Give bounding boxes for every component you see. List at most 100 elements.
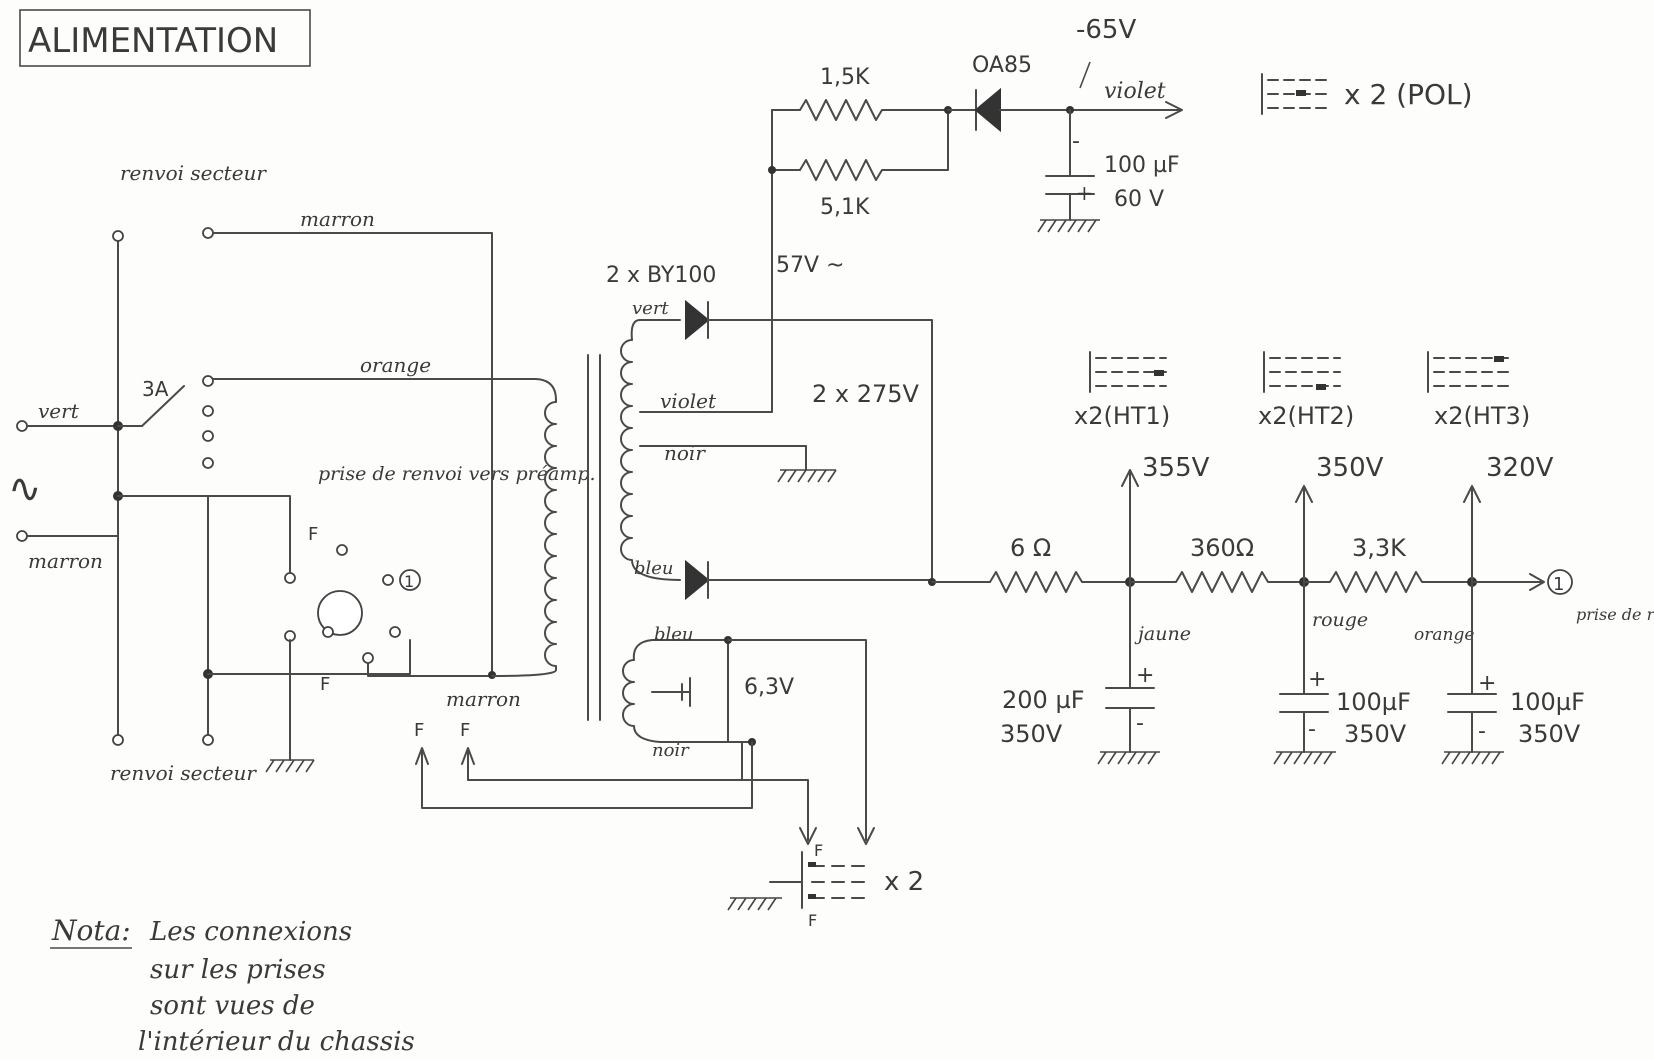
prise-center-key xyxy=(317,590,363,636)
bias-section: 1,5K 5,1K OA85 -65V violet - + 100 µF 60… xyxy=(768,15,1473,233)
ht-top-diode-wire xyxy=(707,319,933,585)
resistor-6-ohm xyxy=(989,571,1131,593)
heater-output: F F F F x 2 xyxy=(414,639,924,930)
heater-winding xyxy=(622,639,753,743)
orange-label: orange xyxy=(360,353,431,377)
ht2-tube-label: x2(HT2) xyxy=(1258,402,1354,430)
mains-marron-terminal xyxy=(16,530,28,542)
ground-symbol-heater xyxy=(727,897,782,911)
primary-winding xyxy=(491,399,557,677)
renvoi-top-terminal-right xyxy=(202,227,214,239)
rectifier-diode-top xyxy=(685,299,710,341)
ht2-cap-plus: + xyxy=(1308,667,1326,692)
title-text: ALIMENTATION xyxy=(28,21,278,61)
ht2-cap-minus: - xyxy=(1308,717,1316,742)
ht-out-pin-number: 1 xyxy=(1553,574,1564,595)
vert-label: vert xyxy=(38,399,80,423)
orange-wire xyxy=(212,378,557,401)
tube-heater-pin-top xyxy=(808,862,816,867)
ht-filter-section: 6 Ω 360Ω 3,3K 1 prise de renvoi vers pré… xyxy=(931,351,1654,765)
bias-voltage-label: -65V xyxy=(1076,15,1136,45)
bottom-link-wire xyxy=(207,639,411,675)
ground-symbol-bias xyxy=(1037,219,1100,233)
ht2-cap-value: 100µF xyxy=(1336,688,1411,716)
heater-voltage-label: 6,3V xyxy=(744,675,794,700)
prise-pin-d xyxy=(382,574,394,586)
bias-cap-value: 100 µF xyxy=(1104,153,1180,178)
heater-arrow-left xyxy=(415,747,429,765)
prise-pin-1-number: 1 xyxy=(404,572,414,591)
diode-oa85-label: OA85 xyxy=(972,53,1032,78)
marron-left-label: marron xyxy=(28,549,103,573)
ground-symbol-ct xyxy=(777,469,837,483)
pol-tube-label: x 2 (POL) xyxy=(1344,78,1473,111)
selector-contact-2 xyxy=(202,405,214,417)
ht1-cap-voltage: 350V xyxy=(1000,720,1063,748)
prise-pin-g xyxy=(362,652,374,664)
ht-voltage-label: 2 x 275V xyxy=(812,380,920,408)
ht3-tube-label: x2(HT3) xyxy=(1434,402,1530,430)
ht3-cap-plus: + xyxy=(1478,671,1496,696)
sec-vert-label: vert xyxy=(632,298,669,319)
ht1-tube-symbol xyxy=(1089,351,1167,393)
ground-symbol-ht2 xyxy=(1273,751,1336,765)
title-box: ALIMENTATION xyxy=(19,9,311,67)
ht3-tube-symbol xyxy=(1427,351,1509,393)
bias-capacitor xyxy=(1045,109,1095,221)
noir-tap-wire xyxy=(639,445,807,471)
ht1-cap-value: 200 µF xyxy=(1002,686,1085,714)
ht-secondary-winding xyxy=(620,319,681,581)
transformer: 2 x BY100 vert violet noir bleu 57V ~ 2 … xyxy=(491,109,936,761)
ground-symbol-ht3 xyxy=(1441,751,1504,765)
marron-top-wire xyxy=(212,232,493,676)
ht-out-arrow xyxy=(1471,573,1545,591)
note-line-1: Les connexions xyxy=(149,917,352,947)
prise-pin-f-bottom: F xyxy=(320,674,330,695)
ht-out-label: prise de renvoi vers préamp. xyxy=(1576,605,1654,624)
prise-label-line: prise de renvoi vers préamp. xyxy=(318,463,596,485)
ht3-wire-label: orange xyxy=(1414,625,1474,645)
resistor-3-3k-label: 3,3K xyxy=(1352,534,1407,562)
resistor-1-5k-label: 1,5K xyxy=(820,65,870,90)
note-line-3: sont vues de xyxy=(150,991,315,1021)
marron-bottom-label: marron xyxy=(446,687,521,711)
heater-arrow-right xyxy=(461,747,475,765)
heater-count-label: x 2 xyxy=(884,867,924,897)
selector-contact-4 xyxy=(202,457,214,469)
heater-f-right: F xyxy=(460,720,470,741)
ht1-voltage-label: 355V xyxy=(1142,453,1210,483)
tube-heater-pin-bottom xyxy=(808,894,816,899)
prise-pin-e xyxy=(322,626,334,638)
ht1-tap-arrow xyxy=(1121,469,1139,583)
ht3-cap-value: 100µF xyxy=(1510,688,1585,716)
tube-heater-grids xyxy=(811,865,873,899)
note-prefix: Nota: xyxy=(51,914,131,947)
ht2-voltage-label: 350V xyxy=(1316,453,1384,483)
rectifier-diode-bottom xyxy=(685,559,710,601)
ac-symbol: ∿ xyxy=(8,466,42,512)
prise-to-marron-wire xyxy=(367,662,493,677)
rectifier-label: 2 x BY100 xyxy=(606,263,716,288)
heater-f-left: F xyxy=(414,720,424,741)
heater-loop-inner xyxy=(467,741,743,781)
selector-contact-1 xyxy=(202,375,214,387)
mains-vert-terminal xyxy=(16,420,28,432)
note-line-2: sur les prises xyxy=(150,955,326,985)
bias-cap-minus: - xyxy=(1072,129,1080,154)
ht3-voltage-label: 320V xyxy=(1486,453,1554,483)
note-line-4: l'intérieur du chassis xyxy=(138,1027,415,1057)
prise-pin-a xyxy=(284,572,296,584)
ht3-cap-minus: - xyxy=(1478,719,1486,744)
heater-bleu-label: bleu xyxy=(654,624,694,645)
bias-cap-plus: + xyxy=(1076,181,1093,205)
ht1-cap-minus: - xyxy=(1136,711,1144,736)
resistor-1-5k xyxy=(799,99,949,121)
violet-tap-wire xyxy=(639,109,773,413)
bias-out-arrow xyxy=(1165,101,1183,119)
prise-pin-1-marker xyxy=(399,569,421,591)
renvoi-secteur-bottom-label: renvoi secteur xyxy=(110,761,257,785)
resistor-6-ohm-label: 6 Ω xyxy=(1010,534,1051,562)
renvoi-bottom-terminal-right xyxy=(202,734,214,746)
ht2-tap-arrow xyxy=(1295,485,1313,583)
